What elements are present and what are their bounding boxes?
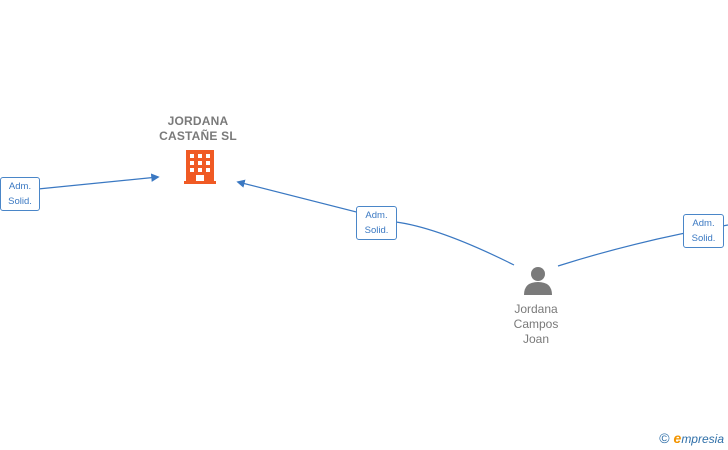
building-icon[interactable]: [184, 150, 216, 184]
role-label-right[interactable]: Adm. Solid.: [683, 214, 724, 248]
person-icon[interactable]: [524, 267, 552, 295]
person-name-line2: Campos: [513, 317, 559, 331]
brand-logo: empresia: [674, 430, 724, 446]
person-name[interactable]: Jordana Campos Joan: [496, 302, 576, 347]
edge-left-to-company: [37, 173, 160, 190]
copyright-symbol: ©: [659, 430, 670, 446]
edge-person-to-company: [236, 179, 515, 266]
empresia-watermark: © empresia: [659, 430, 724, 446]
role-label-line1: Adm.: [692, 218, 715, 229]
company-name-line2: CASTAÑE SL: [159, 129, 237, 143]
company-name-line1: JORDANA: [167, 114, 229, 128]
role-label-left[interactable]: Adm. Solid.: [0, 177, 40, 211]
role-label-line2: Solid.: [691, 233, 716, 244]
brand-initial: e: [673, 430, 682, 446]
person-name-line1: Jordana: [514, 302, 558, 316]
role-label-line2: Solid.: [364, 225, 389, 236]
person-name-line3: Joan: [522, 332, 550, 346]
role-label-line2: Solid.: [8, 196, 32, 207]
company-name[interactable]: JORDANA CASTAÑE SL: [138, 114, 258, 144]
role-label-line1: Adm.: [365, 210, 388, 221]
role-label-line1: Adm.: [8, 181, 32, 192]
role-label-middle[interactable]: Adm. Solid.: [356, 206, 397, 240]
brand-rest: mpresia: [681, 432, 724, 446]
